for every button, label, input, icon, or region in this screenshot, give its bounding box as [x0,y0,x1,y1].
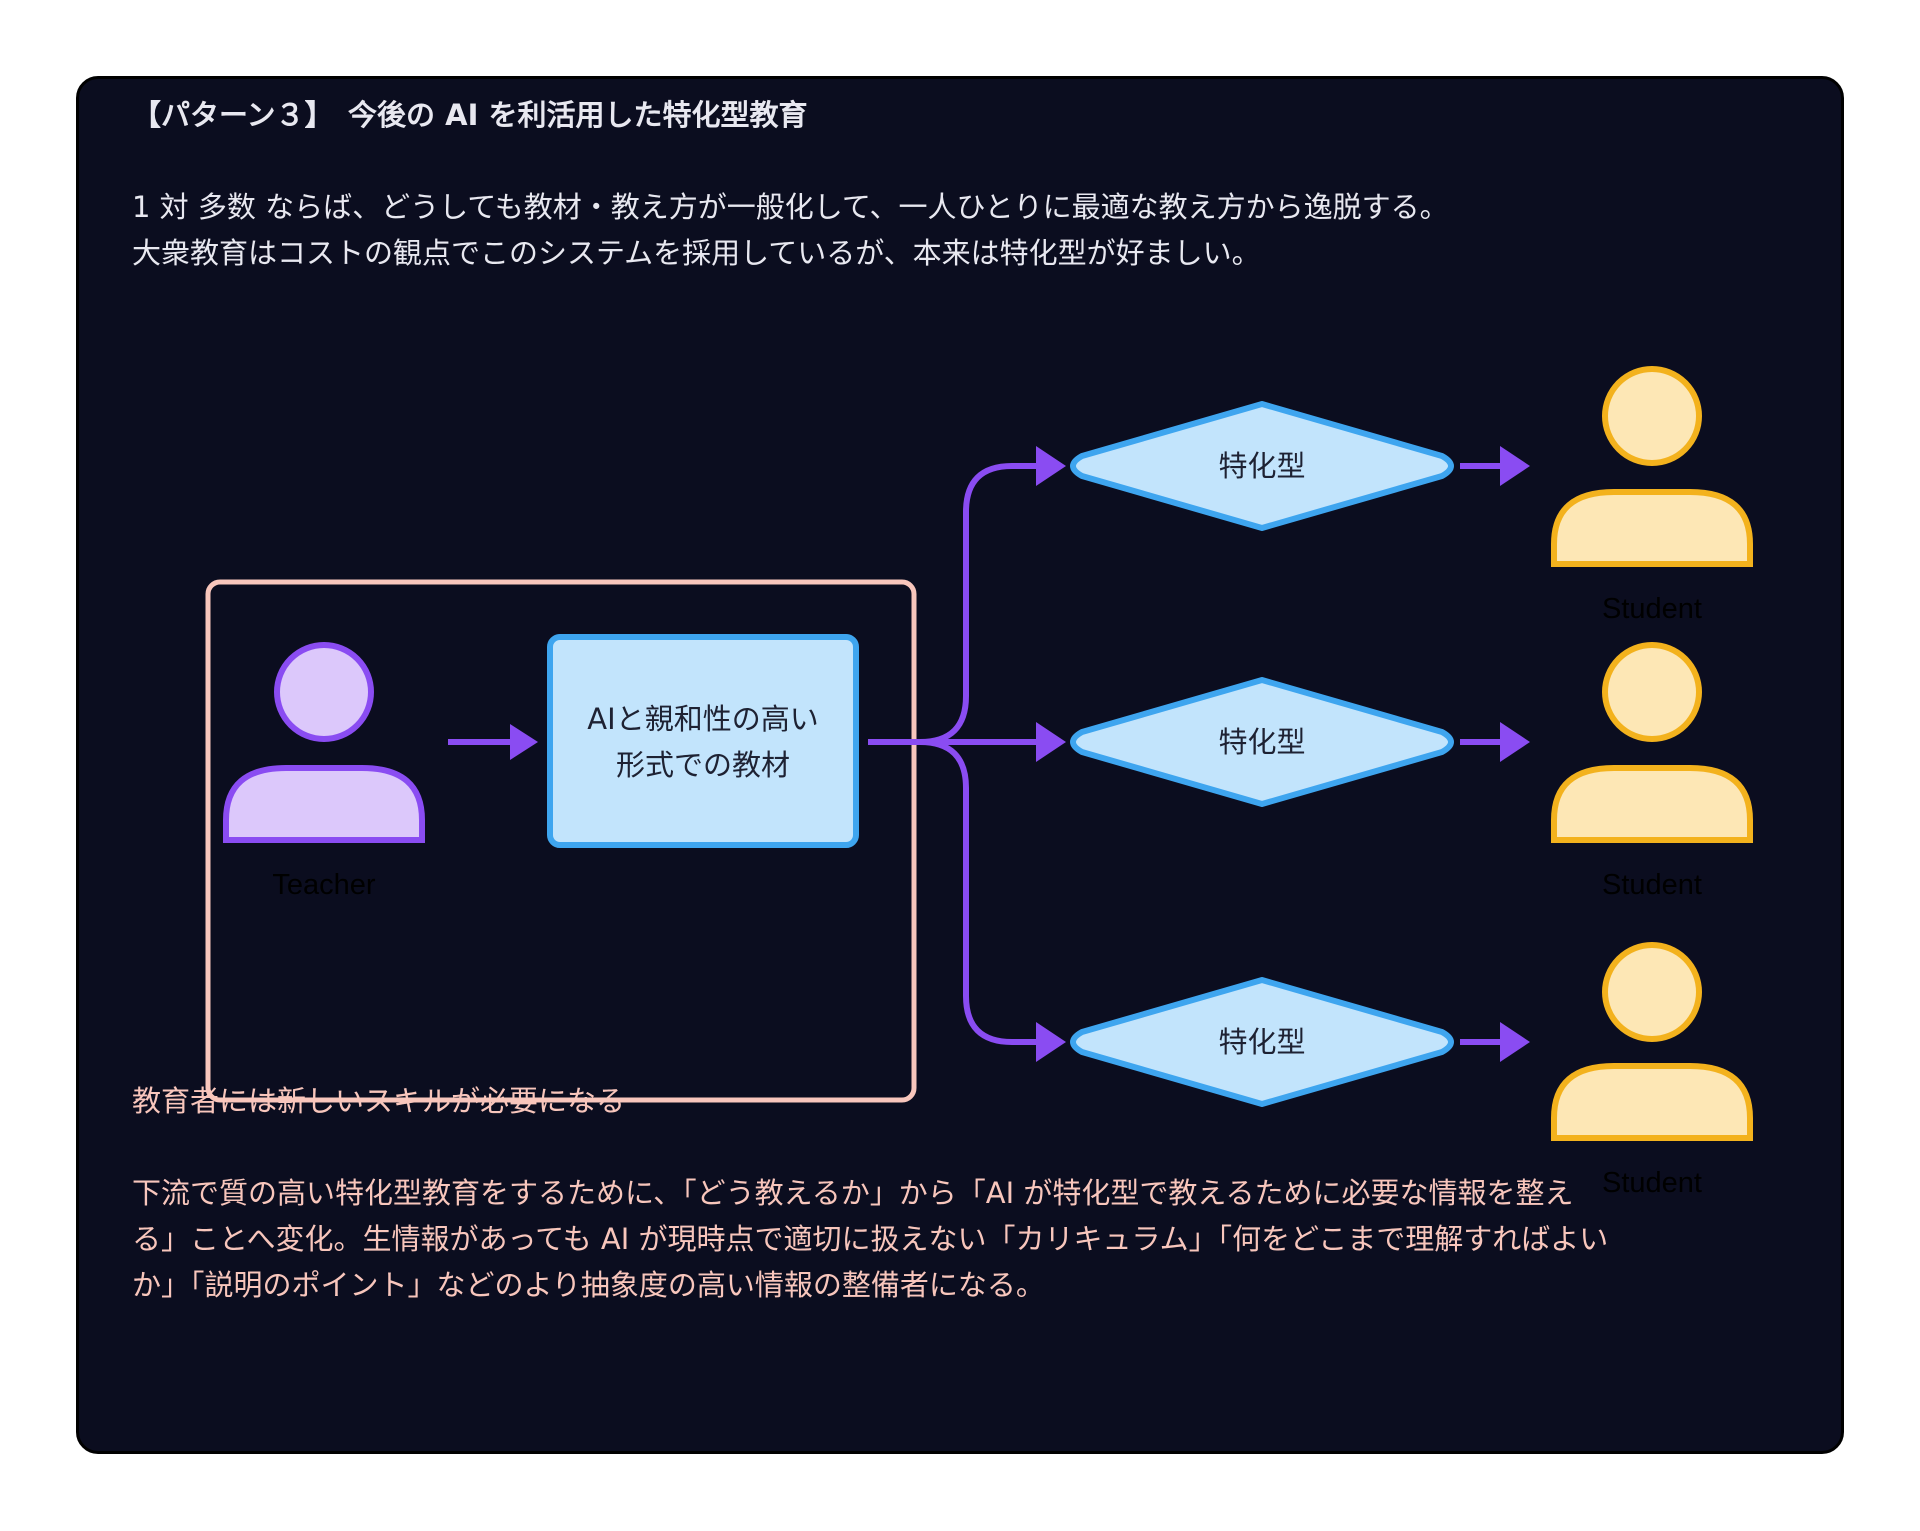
section-heading: 教育者には新しいスキルが必要になる [132,1084,626,1118]
section-body: 下流で質の高い特化型教育をするために、「どう教えるか」から「AI が特化型で教え… [132,1170,1772,1308]
student-icon [1551,642,1753,843]
teacher-icon [223,642,425,843]
material-label-line-2: 形式での教材 [616,748,790,782]
material-box [547,634,859,848]
section-body-line: る」ことへ変化。生情報があっても AI が現時点で適切に扱えない「カリキュラム」… [132,1222,1609,1256]
intro-text: 1 対 多数 ならば、どうしても教材・教え方が一般化して、一人ひとりに最適な教え… [132,184,1449,276]
page-title: 【パターン３】 今後の AI を利活用した特化型教育 [132,98,808,132]
teacher-group-frame [205,579,917,1103]
specialized-label: 特化型 [1218,449,1305,483]
student-label: Student [1602,1167,1702,1199]
student-label: Student [1602,593,1702,625]
specialized-node-1: 特化型 [1070,401,1454,531]
arrow-teacher-to-material [448,724,538,760]
student-icon [1551,942,1753,1141]
section-body-line: か」「説明のポイント」などのより抽象度の高い情報の整備者になる。 [132,1268,1045,1302]
branch-arrowheads [1036,446,1066,1062]
section-body-line: 下流で質の高い特化型教育をするために、「どう教えるか」から「AI が特化型で教え… [132,1176,1574,1210]
student-icon [1551,366,1753,567]
teacher-label: Teacher [272,869,376,901]
arrows-to-students [1460,446,1530,1062]
branch-arrows [868,463,1040,1045]
student-label: Student [1602,869,1702,901]
intro-line: 1 対 多数 ならば、どうしても教材・教え方が一般化して、一人ひとりに最適な教え… [132,190,1449,224]
intro-line: 大衆教育はコストの観点でこのシステムを採用しているが、本来は特化型が好ましい。 [132,236,1261,270]
specialized-label: 特化型 [1218,1025,1305,1059]
specialized-node-3: 特化型 [1070,977,1454,1107]
material-label-line-1: AIと親和性の高い [587,702,818,736]
specialized-node-2: 特化型 [1070,677,1454,807]
specialized-label: 特化型 [1218,725,1305,759]
